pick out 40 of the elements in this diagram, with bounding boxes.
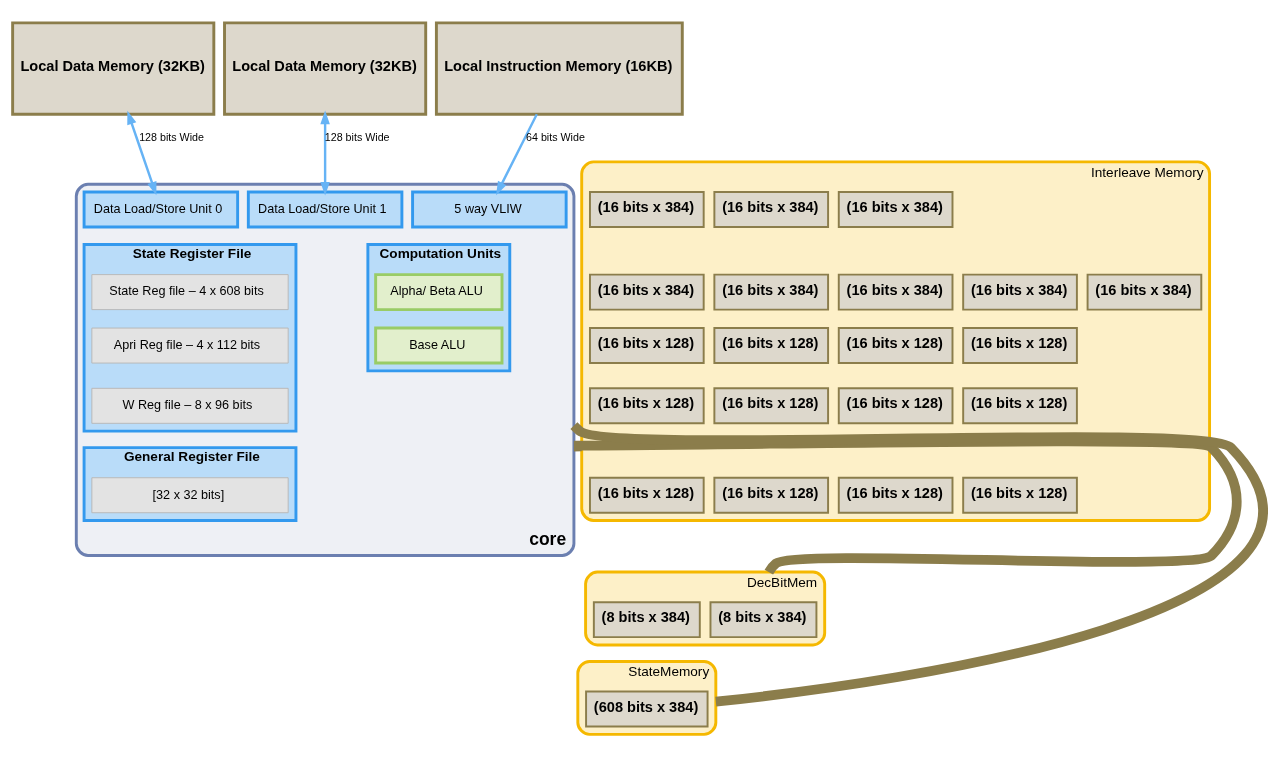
node-box: (16 bits x 384) <box>962 273 1078 311</box>
node-box: (608 bits x 384) <box>585 690 709 728</box>
node-box: [32 x 32 bits] <box>91 477 289 514</box>
node-box: (16 bits x 384) <box>713 191 830 228</box>
node-box: (8 bits x 384) <box>709 601 818 639</box>
node-box: (8 bits x 384) <box>592 601 701 639</box>
node-box: (16 bits x 384) <box>837 273 954 311</box>
node-box: (16 bits x 128) <box>589 327 705 365</box>
edge-label: 128 bits Wide <box>139 131 204 144</box>
arrow <box>496 113 538 196</box>
node-box: Data Load/Store Unit 0 <box>82 190 240 229</box>
node-box: Apri Reg file – 4 x 112 bits <box>91 327 289 364</box>
node-box: (16 bits x 128) <box>713 476 830 514</box>
arrow <box>127 110 157 196</box>
node-box: Data Load/Store Unit 1 <box>246 190 404 229</box>
node-box: (16 bits x 128) <box>837 476 954 514</box>
node-box: (16 bits x 128) <box>962 327 1078 365</box>
node-box: Local Data Memory (32KB) <box>223 21 428 116</box>
node-box: (16 bits x 128) <box>962 387 1078 425</box>
node-box: (16 bits x 384) <box>1086 273 1203 311</box>
node-box: Alpha/ Beta ALU <box>374 273 504 312</box>
node-box: (16 bits x 384) <box>589 273 705 311</box>
node-box: 5 way VLIW <box>411 190 568 229</box>
node-box: (16 bits x 384) <box>713 273 830 311</box>
node-box: (16 bits x 128) <box>589 476 705 514</box>
node-box: Base ALU <box>374 326 504 365</box>
node-box: (16 bits x 384) <box>837 191 954 228</box>
node-box: Local Data Memory (32KB) <box>11 21 216 116</box>
node-box: (16 bits x 128) <box>837 387 954 425</box>
node-box: (16 bits x 128) <box>962 476 1078 514</box>
node-box: W Reg file – 8 x 96 bits <box>91 387 289 424</box>
edge-label: 64 bits Wide <box>526 131 585 144</box>
node-box: (16 bits x 128) <box>713 327 830 365</box>
node-box: (16 bits x 128) <box>589 387 705 425</box>
node-box: State Reg file – 4 x 608 bits <box>91 274 289 311</box>
arrow <box>320 110 330 196</box>
node-box: (16 bits x 128) <box>837 327 954 365</box>
node-box: (16 bits x 384) <box>589 191 705 228</box>
node-box: (16 bits x 128) <box>713 387 830 425</box>
node-box: Local Instruction Memory (16KB) <box>434 21 684 116</box>
